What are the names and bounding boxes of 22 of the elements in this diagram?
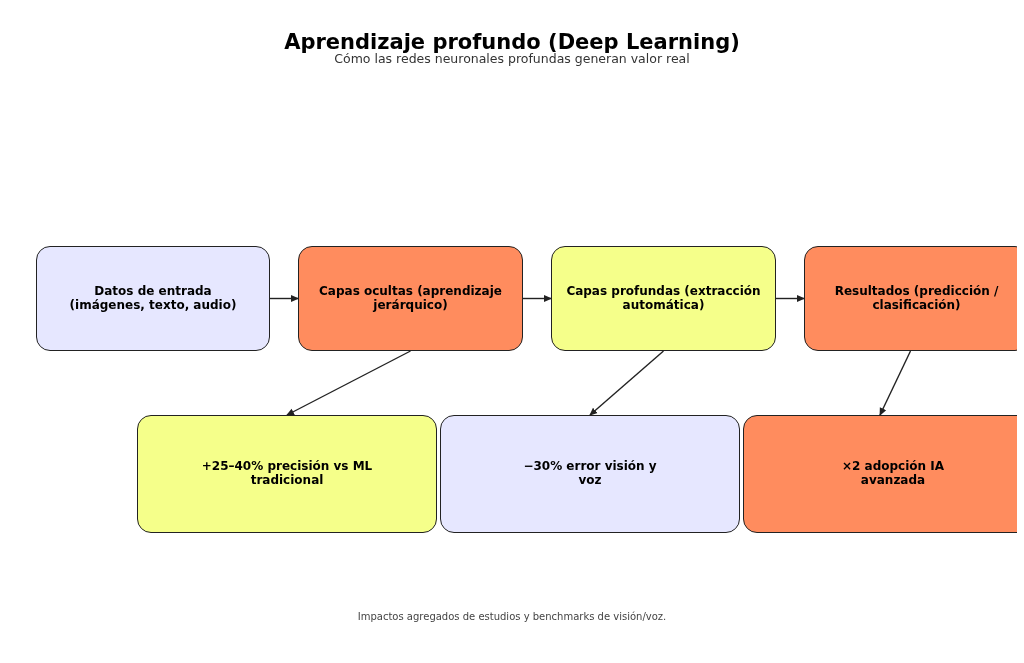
box-label: Resultados (predicción / clasificación) [833,284,1000,313]
box-label: ×2 adopción IA avanzada [840,460,945,488]
arrow [269,295,299,302]
process-box [137,415,437,533]
process-box [551,246,776,351]
arrow [589,350,665,416]
arrow [775,295,805,302]
box-label: Datos de entrada (imágenes, texto, audio) [68,284,238,313]
process-box [36,246,270,351]
box-label: +25–40% precisión vs ML tradicional [200,460,374,488]
box-label: Capas ocultas (aprendizaje jerárquico) [318,284,503,313]
diagram-title: Aprendizaje profundo (Deep Learning) [283,30,741,54]
arrow [522,295,552,302]
process-box [298,246,523,351]
source-note: Impactos agregados de estudios y benchmarks de visión/voz. [356,611,668,622]
arrow [879,350,912,416]
process-box [743,415,1017,533]
process-box [804,246,1017,351]
process-box [440,415,740,533]
box-label: Capas profundas (extracción automática) [566,284,761,313]
arrow [286,350,412,416]
box-label: −30% error visión y voz [522,460,658,488]
